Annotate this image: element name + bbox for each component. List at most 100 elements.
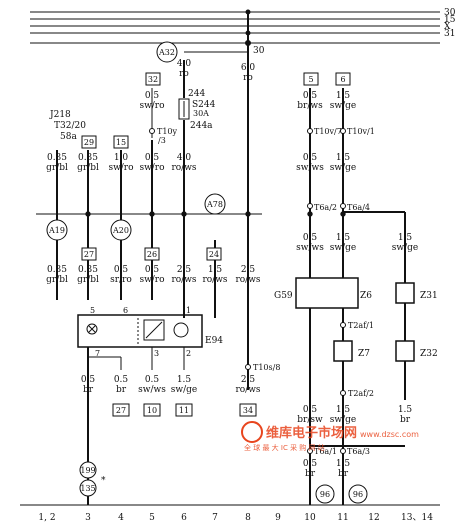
wire-size: 1.5 [208,265,223,275]
j218-label: J218 [49,110,71,120]
wire-size: 0.5 [145,91,160,101]
wire-size: 0.35 [78,265,98,275]
column-number: 3 [85,513,91,523]
ref-box-26 [144,247,160,261]
e94-motor-symbol [173,322,189,338]
wire-color: ro/ws [171,275,196,285]
column-number: 5 [149,513,155,523]
box-labels: 32 5 6 29 15 27 26 24 27 10 11 34 [84,75,346,415]
e94-pin-1: 1 [186,306,191,315]
e94-pin-7: 7 [95,349,100,358]
wire-color: br [400,415,411,425]
ref-box-label: 6 [340,75,345,84]
plug-symbol [307,128,313,134]
t10v1-label: T10v/1 [347,127,375,136]
fuse-s244-body [178,98,190,120]
junction-dot [85,211,91,217]
wire-color: sw/ge [330,163,356,173]
wire-size: 1.0 [114,153,129,163]
wire-color: ro/ws [202,275,227,285]
wire-size: 1.5 [336,405,351,415]
plug-symbol [340,448,346,454]
s244-label: S244 [192,100,216,110]
wire-color: br/sw [297,415,323,425]
wire-size: 0.5 [114,265,129,275]
column-numbers: 1, 2 3 4 5 6 7 8 9 10 11 12 13、14 [38,513,433,523]
ref-box-27b [112,403,130,417]
ref-box-24 [206,247,222,261]
e94-pin-3: 3 [154,349,159,358]
wire-size: 0.5 [145,375,160,385]
watermark-main: 维库电子市场网 [266,425,357,441]
ref-box-6 [335,72,351,86]
wire-color: ro/ws [235,385,260,395]
connector-a32-circle [156,41,178,63]
watermark-sub: 全 球 最 大 IC 采 购 网 站 [244,443,325,452]
wire-size: 1.5 [398,233,413,243]
t10v7-label: T10v/7 [314,127,342,136]
connector-a19-label: A19 [48,226,65,235]
wire-size: 0.5 [303,153,318,163]
wire-color: gr/bl [46,163,68,173]
s244-bottom-label: 244a [190,121,213,131]
e94-heater-symbol [143,319,165,341]
wire-size: 0.5 [145,153,160,163]
e94-switch-box [77,314,203,348]
wire-size: 2.5 [241,265,256,275]
wire-color: sw/ro [139,163,164,173]
ref-box-15 [113,135,129,149]
wire-size: 0.5 [303,405,318,415]
plug-symbol [307,203,313,209]
junction-dot [149,211,155,217]
plug-symbol [149,128,155,134]
connector-96a-circle [315,484,335,504]
ref-box-10 [143,403,161,417]
column-number: 12 [368,513,379,523]
wire-color: ro [243,73,253,83]
plug-symbol [245,364,251,370]
z31-label: Z31 [420,291,438,301]
star-note: * [101,476,106,486]
column-number: 1, 2 [38,513,55,523]
junction-dot [340,211,346,217]
ref-box-label: 10 [147,406,157,415]
wire-color: ro/ws [235,275,260,285]
junction-dot [307,211,313,217]
wire-size: 6.0 [241,63,256,73]
wire-color: br [116,385,127,395]
column-number: 11 [337,513,348,523]
t10s8-label: T10s/8 [253,363,280,372]
wire-color: br/ws [297,101,323,111]
wire-size: 1.5 [336,153,351,163]
z7-label: Z7 [358,349,370,359]
z31-box [395,282,415,304]
connector-a78-circle [204,193,226,215]
s244-rating: 30A [193,109,209,118]
bus-label: 31 [444,29,455,39]
wire-color: ro/ws [171,163,196,173]
wire-size: 0.5 [145,265,160,275]
wire-size: 0.5 [114,375,129,385]
bus-bottom-junction [245,40,251,46]
t10y-label: T10y [157,127,178,136]
wire-size: 1.5 [336,91,351,101]
bus-label: X [444,22,451,32]
wire-color: sw/ws [296,163,324,173]
t32-label: T32/20 [54,121,86,131]
connector-a32-label: A32 [158,48,175,57]
connector-a78-label: A78 [206,200,223,209]
wire-labels: 6.0 ro 4.0 ro 0.5 sw/ro 0.5 br/ws 1.5 sw… [46,59,418,479]
component-labels: J218 T32/20 58a S244 30A 244 244a T10y /… [49,89,438,486]
e94-pin-6: 6 [123,306,128,315]
wire-color: sw/ro [108,163,133,173]
t6a4-label: T6a/4 [347,203,370,212]
connector-96b-circle [348,484,368,504]
plug-symbol [340,322,346,328]
wire-color: sw/ge [392,243,418,253]
wire-size: 4.0 [177,153,192,163]
t10y-pin-label: /3 [158,136,166,145]
e94-lamp-symbol [86,323,98,335]
wire-size: 4.0 [177,59,192,69]
column-number: 8 [245,513,251,523]
bus-30-junction [245,9,251,15]
